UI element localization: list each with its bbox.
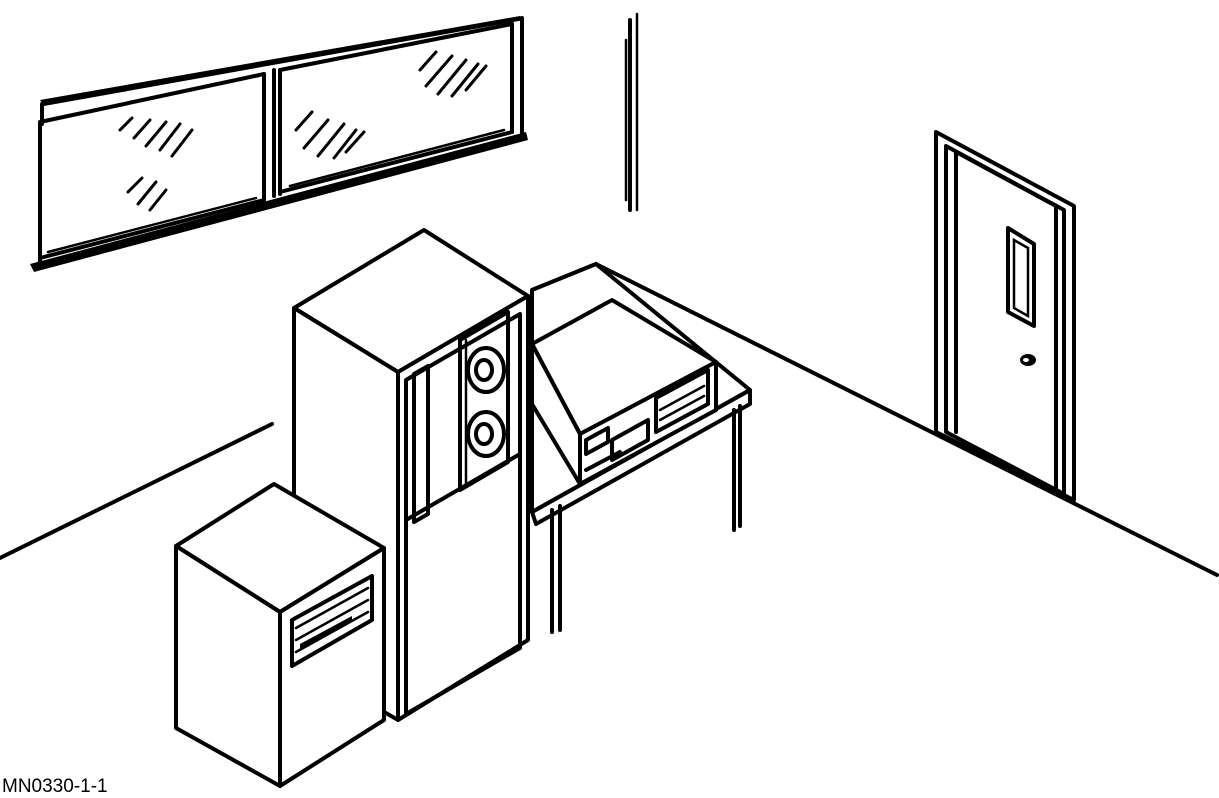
disk-drive-cabinet [174,482,386,788]
tape-drive-cabinet [292,228,530,722]
wall-corner-edge [624,12,639,212]
desktop-drive-unit [530,298,718,486]
figure-label: MN0330-1-1 [2,776,108,797]
door [934,130,1076,502]
window-glare-hatching [118,50,488,212]
window [30,16,528,272]
